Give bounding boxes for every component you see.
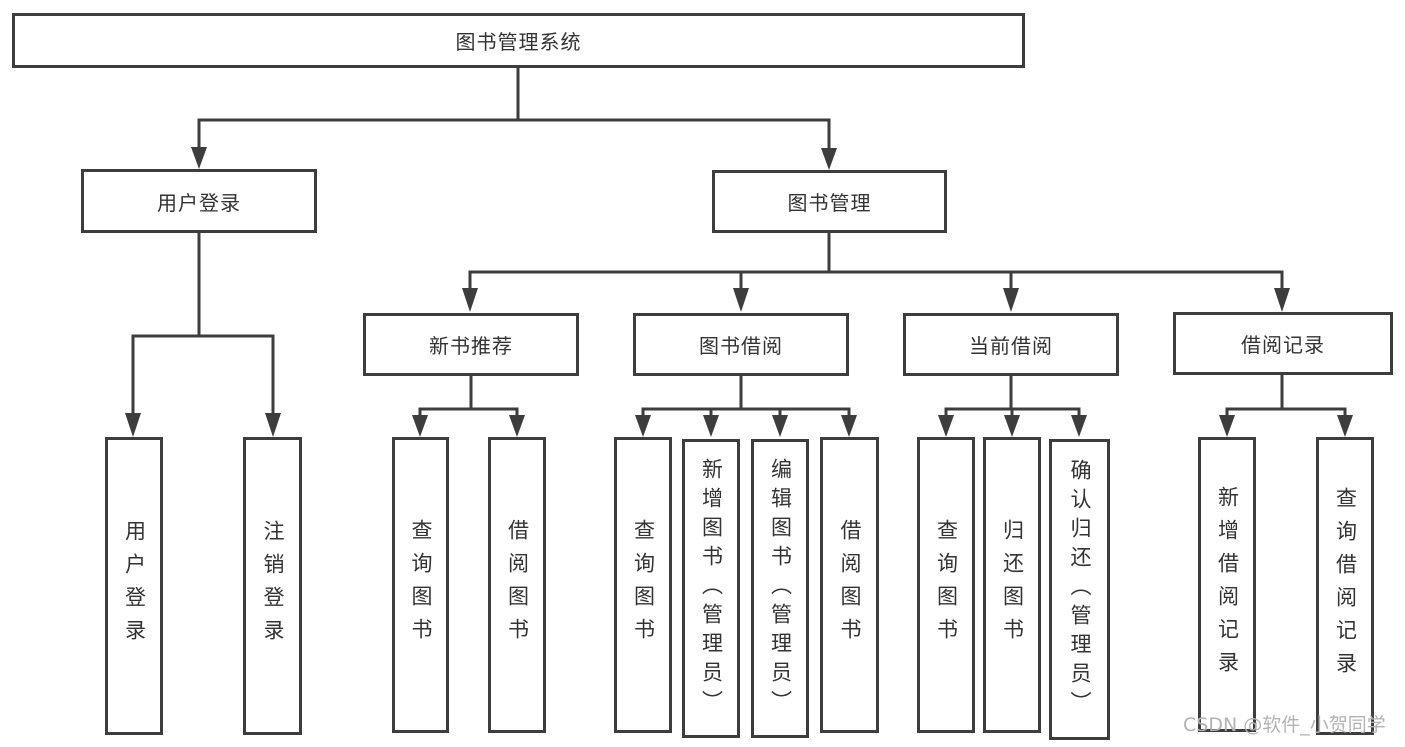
node-label: 用户登录 [157,190,241,215]
node-cb-query-book: 查询图书 [917,437,975,733]
node-nbr-borrow-book: 借阅图书 [488,437,546,733]
node-cb-confirm-return-admin: 确认归还（管理员） [1049,439,1110,740]
node-label: 查询图书 [631,519,656,651]
node-label: 图书管理 [787,191,872,215]
node-label: 注销登录 [261,520,285,652]
node-leaf-user-login: 用户登录 [105,437,163,735]
node-book-management-system: 图书管理系统 [12,13,1025,68]
node-label: 借阅记录 [1241,333,1325,357]
node-book-management: 图书管理 [712,170,947,233]
node-label: 借阅图书 [505,519,530,651]
node-label: 归还图书 [1000,519,1025,651]
node-bb-borrow-book: 借阅图书 [820,437,879,733]
node-leaf-logout: 注销登录 [243,437,302,735]
node-borrowing-records: 借阅记录 [1173,312,1393,375]
node-label: 新增图书（管理员） [699,458,724,719]
connector-new-book-rec-children [412,374,525,437]
node-label: 新增借阅记录 [1215,485,1240,684]
connector-user-login-branch [125,231,281,437]
connector-book-borrow-children [635,374,857,437]
node-label: 确认归还（管理员） [1068,459,1092,720]
node-bb-add-book-admin: 新增图书（管理员） [682,439,740,738]
node-label: 图书管理系统 [455,30,582,54]
node-label: 当前借阅 [969,334,1053,358]
node-cb-return-book: 归还图书 [983,437,1041,733]
node-label: 用户登录 [122,520,147,652]
node-label: 新书推荐 [429,334,513,358]
connector-borrow-records-children [1219,373,1353,437]
connector-current-borrow-children [938,374,1087,437]
connector-root-to-level1 [191,66,837,170]
node-label: 编辑图书（管理员） [768,458,793,719]
node-br-add-record: 新增借阅记录 [1198,437,1256,732]
node-label: 查询图书 [409,519,433,651]
connector-book-mgmt-to-level3 [462,231,1290,312]
node-label: 查询图书 [934,519,959,651]
csdn-watermark: CSDN @软件_小贺同学 [1183,714,1386,736]
node-book-borrowing: 图书借阅 [633,313,849,376]
node-nbr-query-book: 查询图书 [392,437,449,733]
node-user-login: 用户登录 [81,169,317,233]
node-bb-query-book: 查询图书 [614,437,672,733]
node-br-query-record: 查询借阅记录 [1316,437,1374,735]
node-new-book-recommendation: 新书推荐 [363,313,579,376]
node-label: 查询借阅记录 [1333,487,1358,685]
node-label: 借阅图书 [838,519,862,651]
node-bb-edit-book-admin: 编辑图书（管理员） [751,439,809,738]
node-current-borrowing: 当前借阅 [903,313,1119,376]
node-label: 图书借阅 [699,334,783,358]
